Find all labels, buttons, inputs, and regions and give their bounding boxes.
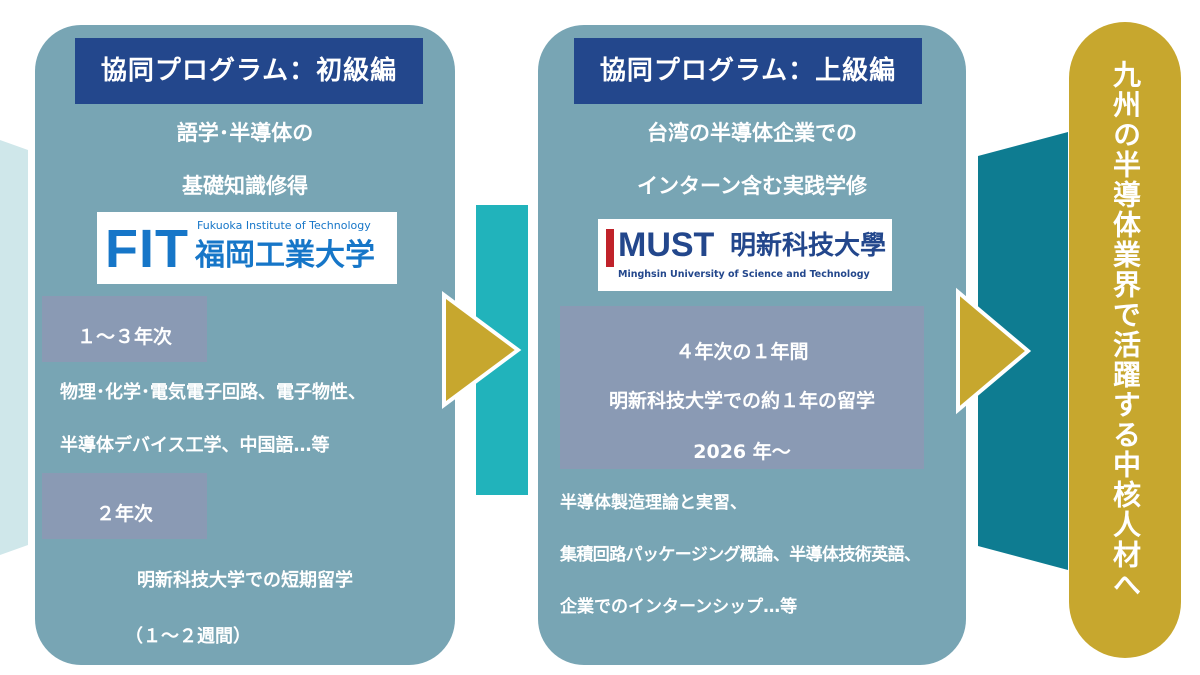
year4-line1: ４年次の１年間 [675, 341, 809, 363]
year1-label: １～３年次 [76, 326, 172, 348]
advanced-header: 協同プログラム：上級編 [574, 38, 922, 104]
arrow-1 [442, 291, 522, 409]
advanced-detail-line1: 半導体製造理論と実習、 [560, 493, 747, 513]
advanced-subtitle-line2: インターン含む実践学修 [637, 174, 867, 198]
must-logo-name: 明新科技大學 [730, 231, 887, 261]
year1-label-box [42, 296, 207, 362]
goal-pill: 九州の半導体業界で活躍する中核人材へ [1069, 22, 1181, 658]
advanced-subtitle-line1: 台湾の半導体企業での [647, 121, 857, 145]
fit-logo-english: Fukuoka Institute of Technology [197, 219, 371, 232]
connector-1 [442, 205, 528, 495]
beginner-header: 協同プログラム：初級編 [75, 38, 423, 104]
advanced-detail-line2: 集積回路パッケージング概論、半導体技術英語、 [560, 545, 921, 565]
must-logo-english: Minghsin University of Science and Techn… [618, 269, 870, 280]
must-logo-abbr: MUST [618, 226, 715, 264]
year2-label-box [42, 473, 207, 539]
year1-line2: 半導体デバイス工学、中国語…等 [60, 435, 330, 456]
fit-logo: FIT Fukuoka Institute of Technology 福岡工業… [97, 212, 397, 284]
year4-info-box [560, 306, 924, 469]
year2-label: ２年次 [95, 503, 153, 525]
goal-text: 九州の半導体業界で活躍する中核人材へ [1109, 60, 1142, 600]
beginner-subtitle-line2: 基礎知識修得 [182, 174, 308, 198]
fit-logo-abbr: FIT [105, 219, 189, 279]
advanced-detail-line3: 企業でのインターンシップ…等 [560, 597, 798, 617]
fit-logo-name: 福岡工業大学 [195, 238, 375, 273]
arrow-2 [956, 287, 1032, 415]
year2-line2: （１～２週間） [125, 626, 251, 647]
left-edge-shape [0, 140, 28, 555]
must-logo: MUST 明新科技大學 Minghsin University of Scien… [598, 219, 892, 291]
year2-line1: 明新科技大学での短期留学 [137, 570, 353, 591]
year4-line2: 明新科技大学での約１年の留学 [608, 390, 875, 412]
must-logo-mark [606, 229, 614, 267]
year4-line3: 2026 年～ [693, 441, 791, 463]
beginner-subtitle-line1: 語学･半導体の [176, 121, 314, 145]
year1-line1: 物理･化学･電気電子回路、電子物性、 [60, 382, 366, 403]
connector-2 [956, 132, 1068, 570]
